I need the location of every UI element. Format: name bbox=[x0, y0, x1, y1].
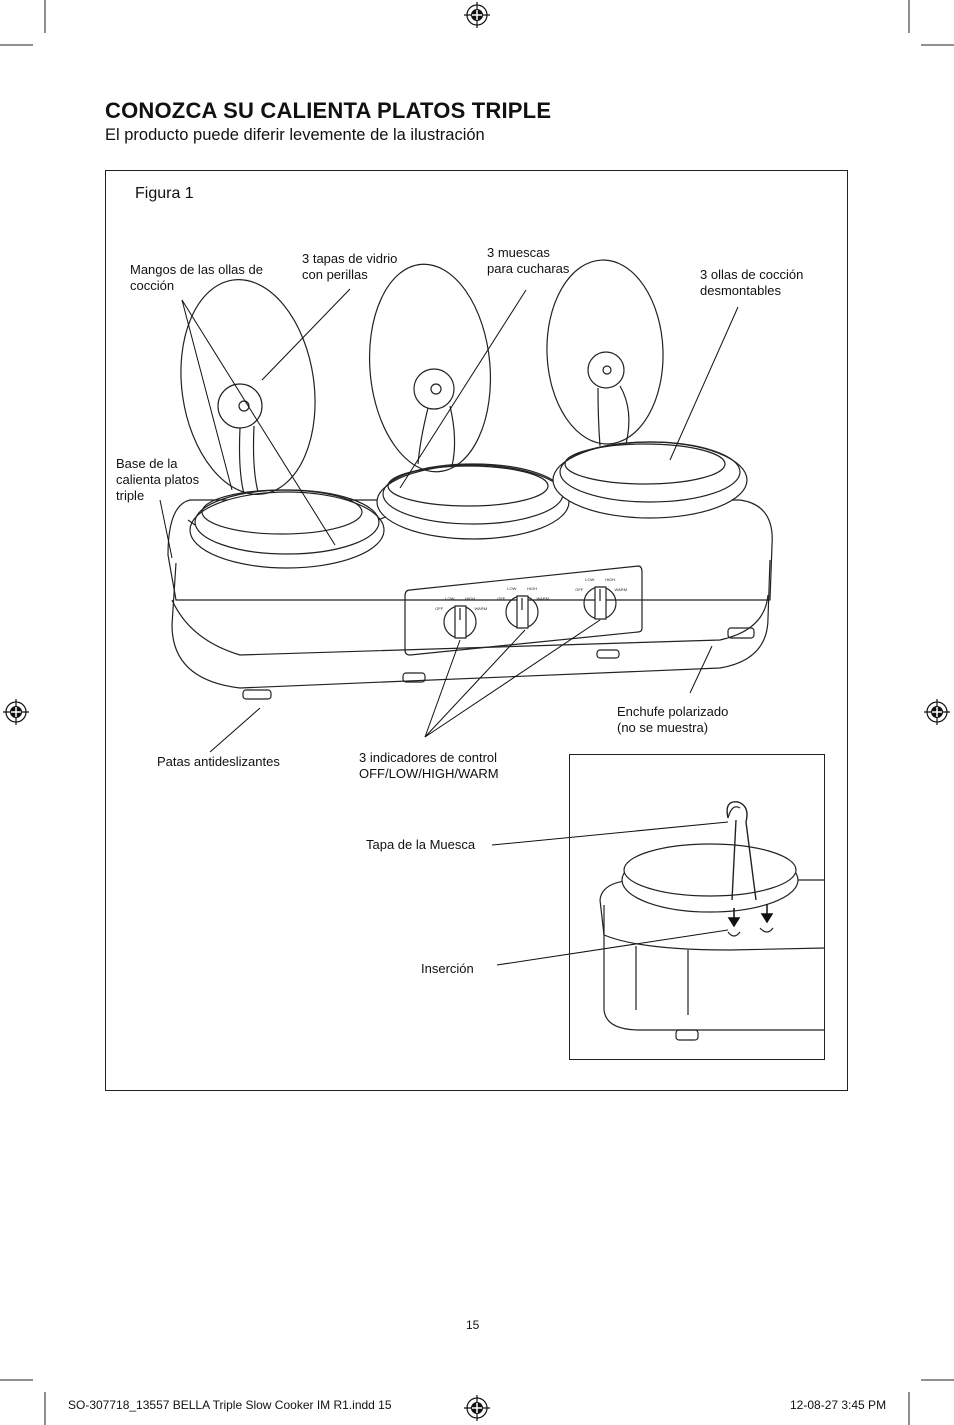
footer-timestamp: 12-08-27 3:45 PM bbox=[790, 1398, 887, 1412]
control-dial-3 bbox=[583, 586, 617, 620]
registration-mark-top bbox=[464, 2, 490, 28]
callout-insertion: Inserción bbox=[421, 961, 474, 976]
dial-1-label-warm: WARM bbox=[475, 606, 488, 611]
dial-2-label-off: OFF bbox=[497, 596, 506, 601]
footer-filename: SO-307718_13557 BELLA Triple Slow Cooker… bbox=[68, 1398, 392, 1412]
insertion-arrows-icon bbox=[727, 904, 774, 928]
dial-3-label-off: OFF bbox=[575, 587, 584, 592]
inset-frame bbox=[569, 754, 825, 1060]
dial-2-label-high: HIGH bbox=[527, 586, 537, 591]
dial-3-label-warm: WARM bbox=[615, 587, 628, 592]
dial-3-label-low: LOW bbox=[585, 577, 594, 582]
callout-notch-lid: Tapa de la Muesca bbox=[366, 837, 476, 852]
registration-mark-left bbox=[3, 699, 29, 725]
dial-3-label-high: HIGH bbox=[605, 577, 615, 582]
dial-1-label-high: HIGH bbox=[465, 596, 475, 601]
registration-mark-right bbox=[924, 699, 950, 725]
page-number: 15 bbox=[466, 1318, 480, 1332]
page-title: CONOZCA SU CALIENTA PLATOS TRIPLE bbox=[105, 98, 552, 123]
figure-frame bbox=[105, 170, 848, 1091]
callout-feet: Patas antideslizantes bbox=[157, 754, 280, 769]
callout-plug: Enchufe polarizado(no se muestra) bbox=[617, 704, 729, 735]
dial-2-label-warm: WARM bbox=[537, 596, 550, 601]
page-subtitle: El producto puede diferir levemente de l… bbox=[105, 126, 485, 144]
notch-lid-inset-illustration bbox=[599, 801, 826, 1041]
figure-label: Figura 1 bbox=[135, 185, 194, 202]
dial-1-label-low: LOW bbox=[445, 596, 454, 601]
callout-leader-lines bbox=[159, 288, 739, 966]
dial-2-label-low: LOW bbox=[507, 586, 516, 591]
control-dial-2 bbox=[505, 595, 539, 629]
dial-1-label-off: OFF bbox=[435, 606, 444, 611]
registration-mark-bottom bbox=[464, 1395, 490, 1421]
control-dial-1 bbox=[443, 605, 477, 639]
triple-slow-cooker-illustration bbox=[159, 259, 773, 966]
